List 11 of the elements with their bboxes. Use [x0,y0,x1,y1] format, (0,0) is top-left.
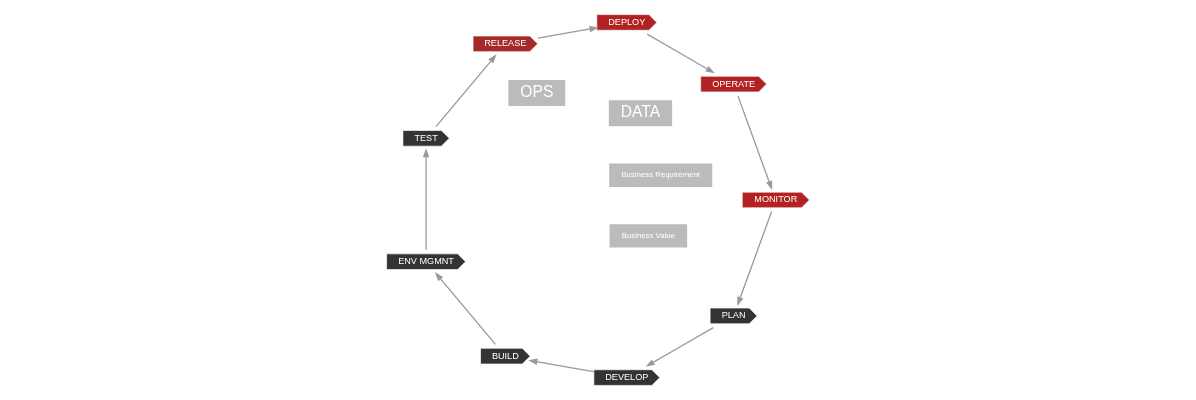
arrow [645,327,714,367]
arrow [434,272,497,345]
arrow [537,25,599,39]
arrow [646,33,715,74]
label: OPS [520,83,554,101]
arrow [737,211,773,306]
arrow [435,54,497,128]
arrow [528,358,595,373]
label: DATA [620,103,661,121]
arrow [422,148,430,251]
arrow [737,95,773,191]
